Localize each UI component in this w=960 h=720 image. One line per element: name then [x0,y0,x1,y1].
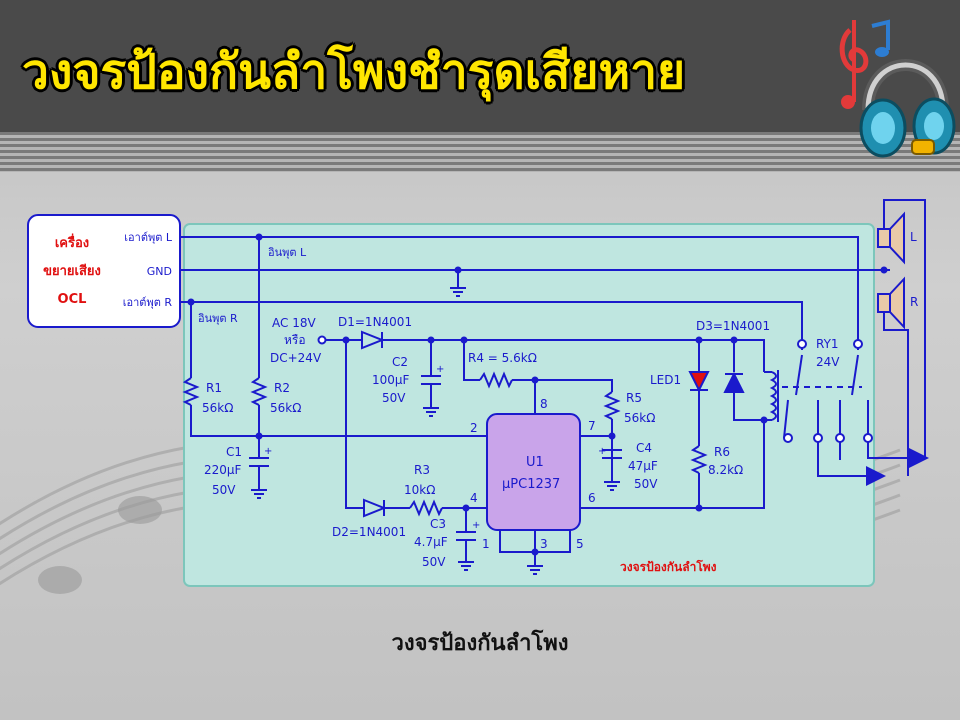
d3-label: D3=1N4001 [696,319,770,333]
u1-name: U1 [526,455,544,470]
c2-plus: + [436,364,444,375]
amp-label-line2: ขยายเสียง [43,263,101,279]
supply-label-3: DC+24V [270,351,322,365]
c3-plus: + [472,520,480,531]
c4-plus: + [598,446,606,457]
input-r-label: อินพุต R [198,312,238,325]
speaker-l-label: L [910,230,917,244]
pin-6: 6 [588,491,596,505]
header-bar [0,0,960,132]
amp-label-line1: เครื่อง [55,233,89,251]
circuit-board [183,223,875,587]
c3-voltage: 50V [422,555,446,569]
pin-3: 3 [540,537,548,551]
c1-name: C1 [226,445,242,459]
terminal-rings [317,335,873,443]
speaker-l-icon [877,211,905,265]
r3-name: R3 [414,463,430,477]
c1-value: 220µF [204,463,242,477]
c1-plus: + [264,446,272,457]
pin-2: 2 [470,421,478,435]
slide-caption: วงจรป้องกันลำโพง [391,631,569,656]
r1-name: R1 [206,381,222,395]
speaker-r-icon [877,276,905,330]
speaker-r-label: R [910,295,918,309]
music-note-icon [839,19,890,109]
headphones-music-logo [839,19,956,158]
amp-output-r-label: เอาต์พุต R [123,296,173,309]
c2-voltage: 50V [382,391,406,405]
input-l-label: อินพุต L [268,246,307,259]
r4-label: R4 = 5.6kΩ [468,351,537,365]
led-label: LED1 [650,373,681,387]
relay-value: 24V [816,355,840,369]
c4-name: C4 [636,441,652,455]
c4-value: 47µF [628,459,658,473]
c3-value: 4.7µF [414,535,448,549]
r6-value: 8.2kΩ [708,463,743,477]
amp-output-l-label: เอาต์พุต L [124,231,173,244]
c2-name: C2 [392,355,408,369]
circuit-wires [180,199,929,575]
pin-4: 4 [470,491,478,505]
r1-value: 56kΩ [202,401,233,415]
c2-value: 100µF [372,373,410,387]
c3-name: C3 [430,517,446,531]
amp-gnd-label: GND [147,265,172,278]
c4-voltage: 50V [634,477,658,491]
d2-label: D2=1N4001 [332,525,406,539]
junction-dots [187,233,888,556]
u1-part: µPC1237 [502,477,560,492]
header-stripes [0,132,960,172]
pin-5: 5 [576,537,584,551]
c1-voltage: 50V [212,483,236,497]
supply-label-1: AC 18V [272,316,316,330]
r3-value: 10kΩ [404,483,435,497]
pin-7: 7 [588,419,596,433]
r2-value: 56kΩ [270,401,301,415]
pin-1: 1 [482,537,490,551]
r2-name: R2 [274,381,290,395]
r6-name: R6 [714,445,730,459]
amplifier-box: เครื่อง ขยายเสียง OCL เอาต์พุต L GND เอา… [27,214,181,328]
slide-title: วงจรป้องกันลำโพงชำรุดเสียหาย [22,44,686,100]
ic-u1 [486,413,581,531]
r5-name: R5 [626,391,642,405]
block-label: วงจรป้องกันลำโพง [620,559,717,574]
r5-value: 56kΩ [624,411,655,425]
relay-name: RY1 [816,337,839,351]
pin-8: 8 [540,397,548,411]
amp-label-line3: OCL [58,292,87,307]
supply-label-2: หรือ [284,333,306,347]
d1-label: D1=1N4001 [338,315,412,329]
headphones-icon [859,59,956,158]
